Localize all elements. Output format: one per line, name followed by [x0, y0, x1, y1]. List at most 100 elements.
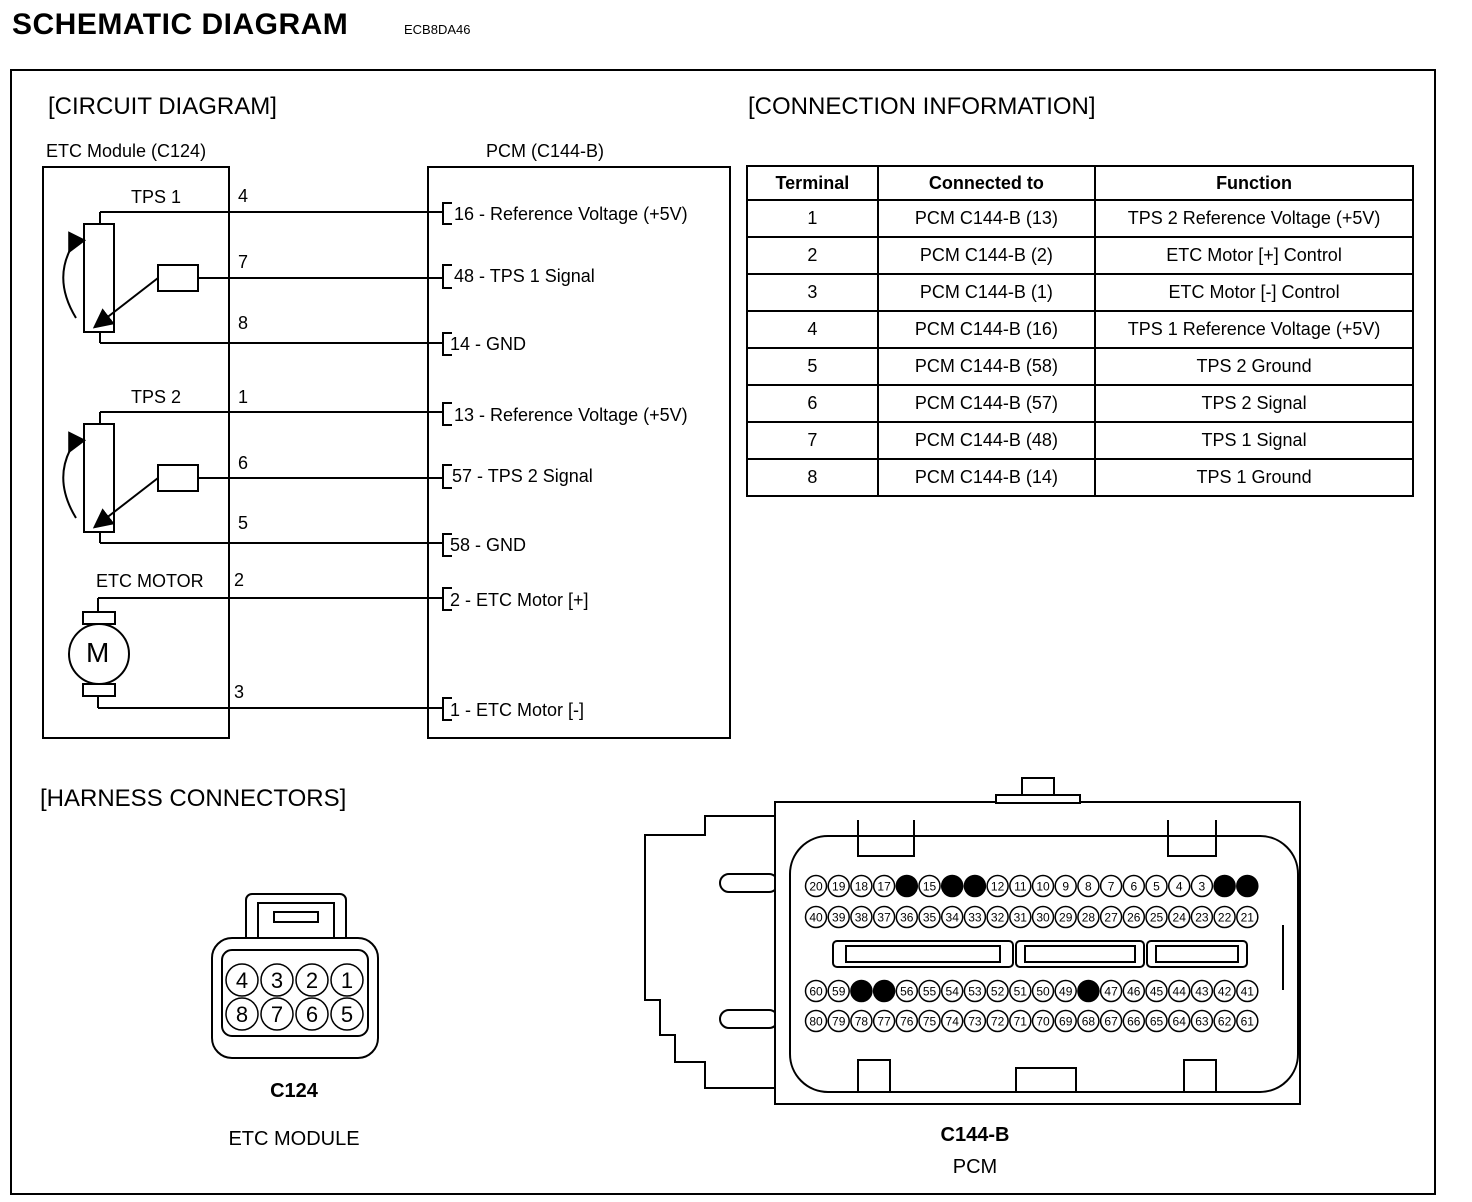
connector-pin	[1122, 979, 1146, 1003]
harness-connectors-title: [HARNESS CONNECTORS]	[40, 785, 347, 812]
table-row: 8 PCM C144-B (14) TPS 1 Ground	[746, 458, 1414, 497]
connector-pin-label: 64	[1173, 1014, 1187, 1028]
table-cell: 8	[746, 458, 879, 497]
page-title: SCHEMATIC DIAGRAM	[12, 8, 349, 41]
connector-pin	[804, 874, 828, 898]
connector-pin-label: 77	[877, 1014, 891, 1028]
connector-pin-label: 5	[341, 1002, 353, 1027]
connector-pin-label: 59	[832, 984, 846, 998]
connector-pin-label: 62	[1218, 1014, 1232, 1028]
table-header: Terminal	[746, 165, 879, 201]
connector-pin-label: 67	[1104, 1014, 1118, 1028]
connector-pin-label: 23	[1195, 910, 1209, 924]
connector-pin	[1145, 905, 1168, 929]
connector-pin	[895, 905, 919, 929]
connector-pin-label: 75	[923, 1014, 937, 1028]
connector-pin	[872, 905, 896, 929]
connector-pin	[1099, 905, 1123, 929]
connector-pin	[940, 1009, 964, 1033]
connector-pin	[1077, 874, 1100, 898]
connector-pin-label: 41	[1241, 984, 1255, 998]
connector-pin-label: 19	[832, 879, 846, 893]
connector-pin-label: 32	[991, 910, 1005, 924]
connector-pin-label: 8	[236, 1002, 248, 1027]
connector-pin-label: 24	[1173, 910, 1187, 924]
module-pin: 2	[234, 570, 245, 590]
connector-pin	[1145, 1009, 1168, 1033]
tps2-sensor	[62, 411, 443, 544]
connector-pin-label: 66	[1127, 1014, 1141, 1028]
connector-pin-label: 25	[1150, 910, 1164, 924]
connector-pin-filled	[872, 979, 896, 1003]
connector-pin	[986, 979, 1009, 1003]
connector-pin	[940, 905, 964, 929]
connector-pin-label: 4	[236, 968, 248, 993]
table-row: 3 PCM C144-B (1) ETC Motor [-] Control	[746, 273, 1414, 312]
table-cell: ETC Motor [-] Control	[1094, 273, 1414, 312]
connector-pin-label: 12	[991, 879, 1005, 893]
table-header: Connected to	[876, 165, 1097, 201]
connector-pin	[986, 905, 1009, 929]
connector-pin	[1031, 874, 1055, 898]
connector-pin-label: 52	[991, 984, 1005, 998]
connection-table: Terminal Connected to Function 1 PCM C14…	[746, 165, 1414, 497]
connector-pin-label: 60	[809, 984, 823, 998]
connector-pin	[1213, 1009, 1236, 1033]
table-header: Function	[1094, 165, 1414, 201]
etc-motor-label: ETC MOTOR	[96, 571, 204, 591]
connector-pin-label: 3	[271, 968, 283, 993]
table-row: 4 PCM C144-B (16) TPS 1 Reference Voltag…	[746, 310, 1414, 349]
etc-module-box	[42, 166, 230, 739]
connector-pin	[260, 997, 294, 1031]
connector-pin-label: 76	[900, 1014, 914, 1028]
connector-pin-label: 21	[1241, 910, 1255, 924]
connector-pin-label: 68	[1082, 1014, 1096, 1028]
connector-pin	[1054, 979, 1077, 1003]
connector-pin-label: 29	[1059, 910, 1073, 924]
connector-pin-label: 73	[968, 1014, 982, 1028]
connector-pin-label: 3	[1199, 879, 1206, 893]
table-cell: 1	[746, 199, 879, 238]
table-cell: PCM C144-B (1)	[876, 273, 1097, 312]
connector-pin-label: 7	[271, 1002, 283, 1027]
connector-pin-label: 6	[306, 1002, 318, 1027]
connector-pin	[804, 905, 828, 929]
module-pin: 5	[238, 513, 249, 533]
connector-pin-label: 78	[855, 1014, 869, 1028]
connector-pin	[1236, 1009, 1259, 1033]
connector-pin	[918, 979, 941, 1003]
table-cell: PCM C144-B (58)	[876, 347, 1097, 386]
connector-pin-label: 54	[946, 984, 960, 998]
connector-pin	[850, 1009, 873, 1033]
connector-pin	[1213, 979, 1236, 1003]
connector-pin	[1031, 979, 1055, 1003]
connector-pin	[872, 874, 896, 898]
connector-pin	[918, 905, 941, 929]
pcm-pin-label: 58 - GND	[450, 535, 527, 555]
connector-pin	[1167, 874, 1191, 898]
connector-pin-label: 43	[1195, 984, 1209, 998]
connector-pin-filled	[895, 874, 919, 898]
connector-pin	[1122, 1009, 1146, 1033]
connector-pin-label: 8	[1085, 879, 1092, 893]
connector-pin	[1190, 979, 1214, 1003]
connector-pin-label: 74	[946, 1014, 960, 1028]
connector-pin	[1190, 1009, 1214, 1033]
connector-pin	[804, 979, 828, 1003]
connector-pin-label: 22	[1218, 910, 1232, 924]
table-cell: PCM C144-B (57)	[876, 384, 1097, 423]
table-cell: 3	[746, 273, 879, 312]
c144b-connector	[644, 777, 1301, 1105]
connector-pin-label: 17	[877, 879, 891, 893]
connector-pin-label: 45	[1150, 984, 1164, 998]
connector-pin	[330, 963, 364, 997]
connector-pin-label: 42	[1218, 984, 1232, 998]
connector-pin-filled	[850, 979, 873, 1003]
connector-pin-label: 27	[1104, 910, 1118, 924]
connector-pin	[895, 979, 919, 1003]
connector-pin	[225, 997, 259, 1031]
pcm-label: PCM (C144-B)	[486, 141, 605, 161]
c144b-connector-name: C144-B	[940, 1124, 1010, 1146]
connector-pin	[260, 963, 294, 997]
